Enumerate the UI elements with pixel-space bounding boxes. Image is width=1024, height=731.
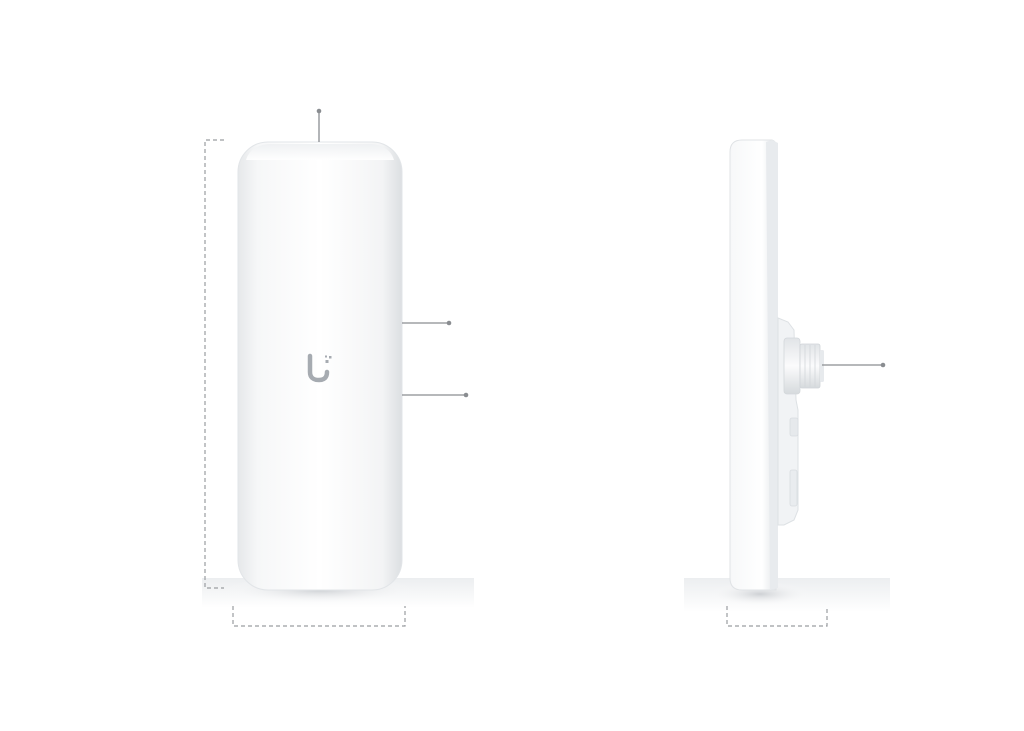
callout-connector bbox=[822, 362, 886, 368]
callout-top bbox=[316, 108, 322, 142]
front-top-cap bbox=[246, 144, 394, 160]
callout-right-middle bbox=[402, 320, 452, 326]
ubiquiti-u-logo-icon bbox=[307, 353, 332, 383]
width-dimension-mark bbox=[232, 606, 406, 627]
side-bracket-clip bbox=[789, 417, 799, 437]
side-view bbox=[684, 139, 890, 627]
side-back-plate bbox=[766, 140, 778, 590]
front-view bbox=[202, 108, 474, 627]
depth-dimension-mark bbox=[726, 606, 828, 627]
callout-right-lower bbox=[402, 392, 469, 398]
front-device-body bbox=[237, 141, 403, 591]
height-dimension-mark bbox=[204, 139, 224, 589]
rf-connector-icon bbox=[783, 337, 824, 395]
side-bracket-clip-lower bbox=[789, 469, 798, 507]
